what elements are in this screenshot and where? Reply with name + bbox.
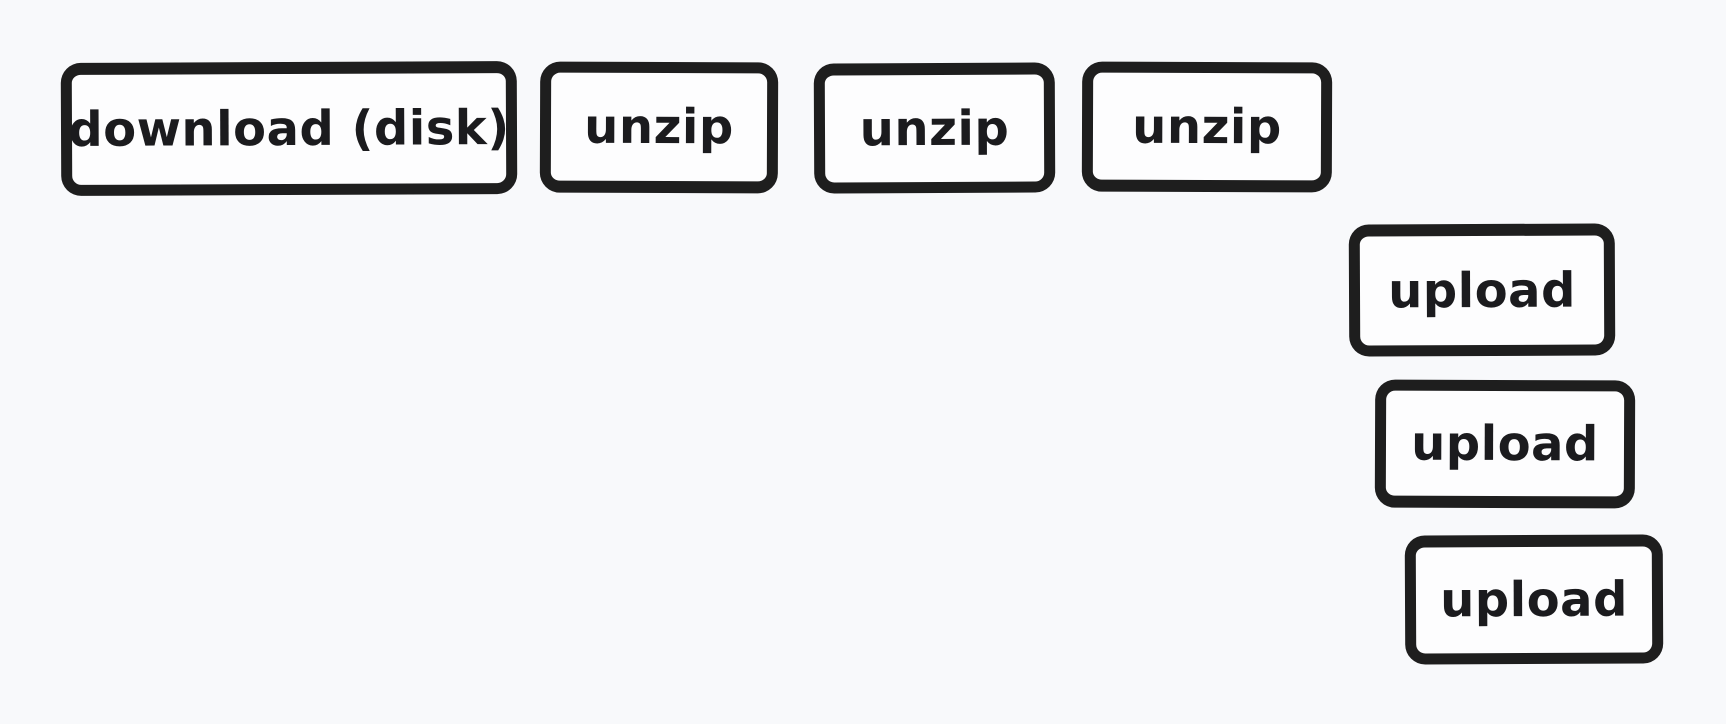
diagram-node-label: upload (1440, 571, 1628, 629)
diagram-node-label: download (disk) (68, 100, 510, 158)
diagram-node-unzip-1[interactable]: unzip (539, 61, 779, 194)
diagram-node-unzip-2[interactable]: unzip (813, 62, 1056, 194)
diagram-node-label: upload (1411, 415, 1599, 472)
diagram-node-label: unzip (584, 98, 734, 156)
diagram-node-unzip-3[interactable]: unzip (1081, 61, 1333, 193)
diagram-node-label: unzip (1132, 98, 1282, 155)
diagram-node-label: upload (1388, 262, 1576, 319)
diagram-node-download-disk[interactable]: download (disk) (60, 61, 518, 196)
diagram-node-upload-1[interactable]: upload (1348, 223, 1616, 357)
diagram-node-label: unzip (859, 100, 1010, 157)
diagram-node-upload-2[interactable]: upload (1374, 379, 1636, 509)
diagram-node-upload-3[interactable]: upload (1404, 534, 1664, 665)
